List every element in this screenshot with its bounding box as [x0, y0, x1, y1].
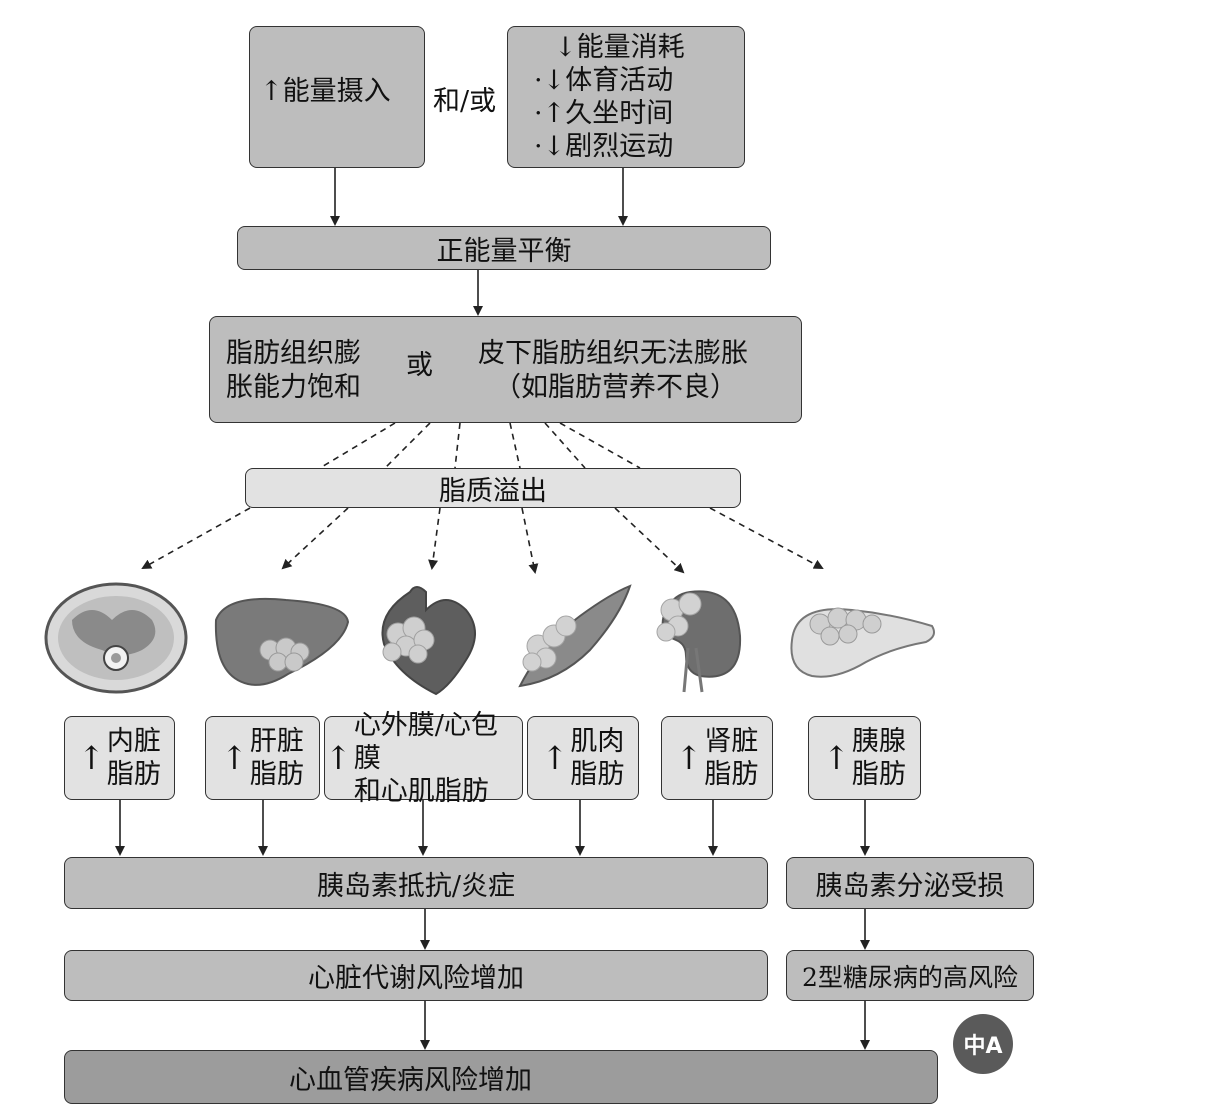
adipose-tissue-box: 脂肪组织膨 胀能力饱和 或 皮下脂肪组织无法膨胀 （如脂肪营养不良）	[209, 316, 802, 423]
increase-arrow-icon: ↑	[221, 739, 248, 777]
organ-label-line1: 肝脏	[249, 726, 304, 757]
organ-label-line1: 胰腺	[851, 726, 906, 757]
energy-intake-box: ↑能量摄入	[249, 26, 425, 168]
adipose-left-line2: 胀能力饱和	[226, 372, 361, 403]
expenditure-item-sedentary: ·↑久坐时间	[534, 98, 674, 129]
insulin-resistance-label: 胰岛素抵抗/炎症	[316, 870, 516, 902]
organ-label-line1: 肾脏	[704, 726, 759, 757]
heart-icon	[381, 586, 476, 696]
kidney-fat-box: ↑ 肾脏脂肪	[661, 716, 773, 800]
translate-icon: 中A	[963, 1034, 1003, 1059]
adipose-left-line1: 脂肪组织膨	[226, 338, 361, 369]
organ-label-line1: 心外膜/心包膜	[353, 709, 498, 774]
cvd-risk-box: 心血管疾病风险增加	[64, 1050, 938, 1104]
increase-arrow-icon: ↑	[541, 739, 569, 777]
insulin-secretion-box: 胰岛素分泌受损	[786, 857, 1034, 909]
organ-label-line2: 脂肪	[249, 759, 304, 790]
energy-expenditure-box: ↓能量消耗 ·↓体育活动 ·↑久坐时间 ·↓剧烈运动	[507, 26, 745, 168]
adipose-right-line2: （如脂肪营养不良）	[494, 372, 737, 403]
adipose-or: 或	[406, 350, 433, 381]
cvd-risk-label: 心血管疾病风险增加	[289, 1064, 532, 1096]
increase-arrow-icon: ↑	[325, 739, 352, 777]
increase-arrow-icon: ↑	[823, 739, 850, 777]
organ-label-line1: 肌肉	[570, 726, 625, 757]
organ-label-line2: 脂肪	[106, 759, 161, 790]
organ-label-line2: 和心肌脂肪	[353, 775, 489, 807]
organ-label-line1: 内脏	[106, 726, 161, 757]
pancreas-icon	[790, 607, 935, 678]
and-or-label: 和/或	[433, 86, 497, 117]
positive-energy-balance-label: 正能量平衡	[436, 235, 572, 267]
energy-expenditure-title: ↓能量消耗	[554, 32, 685, 63]
muscle-fat-box: ↑ 肌肉脂肪	[527, 716, 639, 800]
adipose-right-line1: 皮下脂肪组织无法膨胀	[478, 338, 748, 369]
expenditure-item-vigorous: ·↓剧烈运动	[534, 131, 674, 162]
cardiac-fat-box: ↑ 心外膜/心包膜和心肌脂肪	[324, 710, 523, 807]
muscle-icon	[518, 584, 632, 688]
organ-label-line2: 脂肪	[704, 759, 759, 790]
cardiometabolic-risk-label: 心脏代谢风险增加	[308, 963, 524, 994]
lipid-spillover-label: 脂质溢出	[439, 475, 547, 507]
visceral-fat-box: ↑ 内脏脂肪	[64, 716, 175, 800]
increase-arrow-icon: ↑	[78, 739, 105, 777]
kidney-icon	[656, 590, 742, 693]
diabetes-risk-label: 2型糖尿病的高风险	[802, 962, 1018, 992]
diabetes-risk-box: 2型糖尿病的高风险	[786, 950, 1034, 1001]
cardiometabolic-risk-box: 心脏代谢风险增加	[64, 950, 768, 1001]
liver-fat-box: ↑ 肝脏脂肪	[205, 716, 320, 800]
lipid-spillover-box: 脂质溢出	[245, 468, 741, 508]
organ-label-line2: 脂肪	[570, 759, 625, 790]
translate-button[interactable]: 中A	[953, 1014, 1013, 1074]
abdomen-ct-icon	[44, 582, 188, 694]
increase-arrow-icon: ↑	[675, 739, 703, 777]
energy-intake-label: ↑能量摄入	[260, 76, 391, 107]
expenditure-item-activity: ·↓体育活动	[534, 65, 674, 96]
pancreas-fat-box: ↑ 胰腺脂肪	[808, 716, 921, 800]
insulin-resistance-box: 胰岛素抵抗/炎症	[64, 857, 768, 909]
insulin-secretion-label: 胰岛素分泌受损	[815, 870, 1005, 902]
positive-energy-balance-box: 正能量平衡	[237, 226, 771, 270]
organ-label-line2: 脂肪	[851, 759, 906, 790]
liver-icon	[214, 597, 350, 686]
